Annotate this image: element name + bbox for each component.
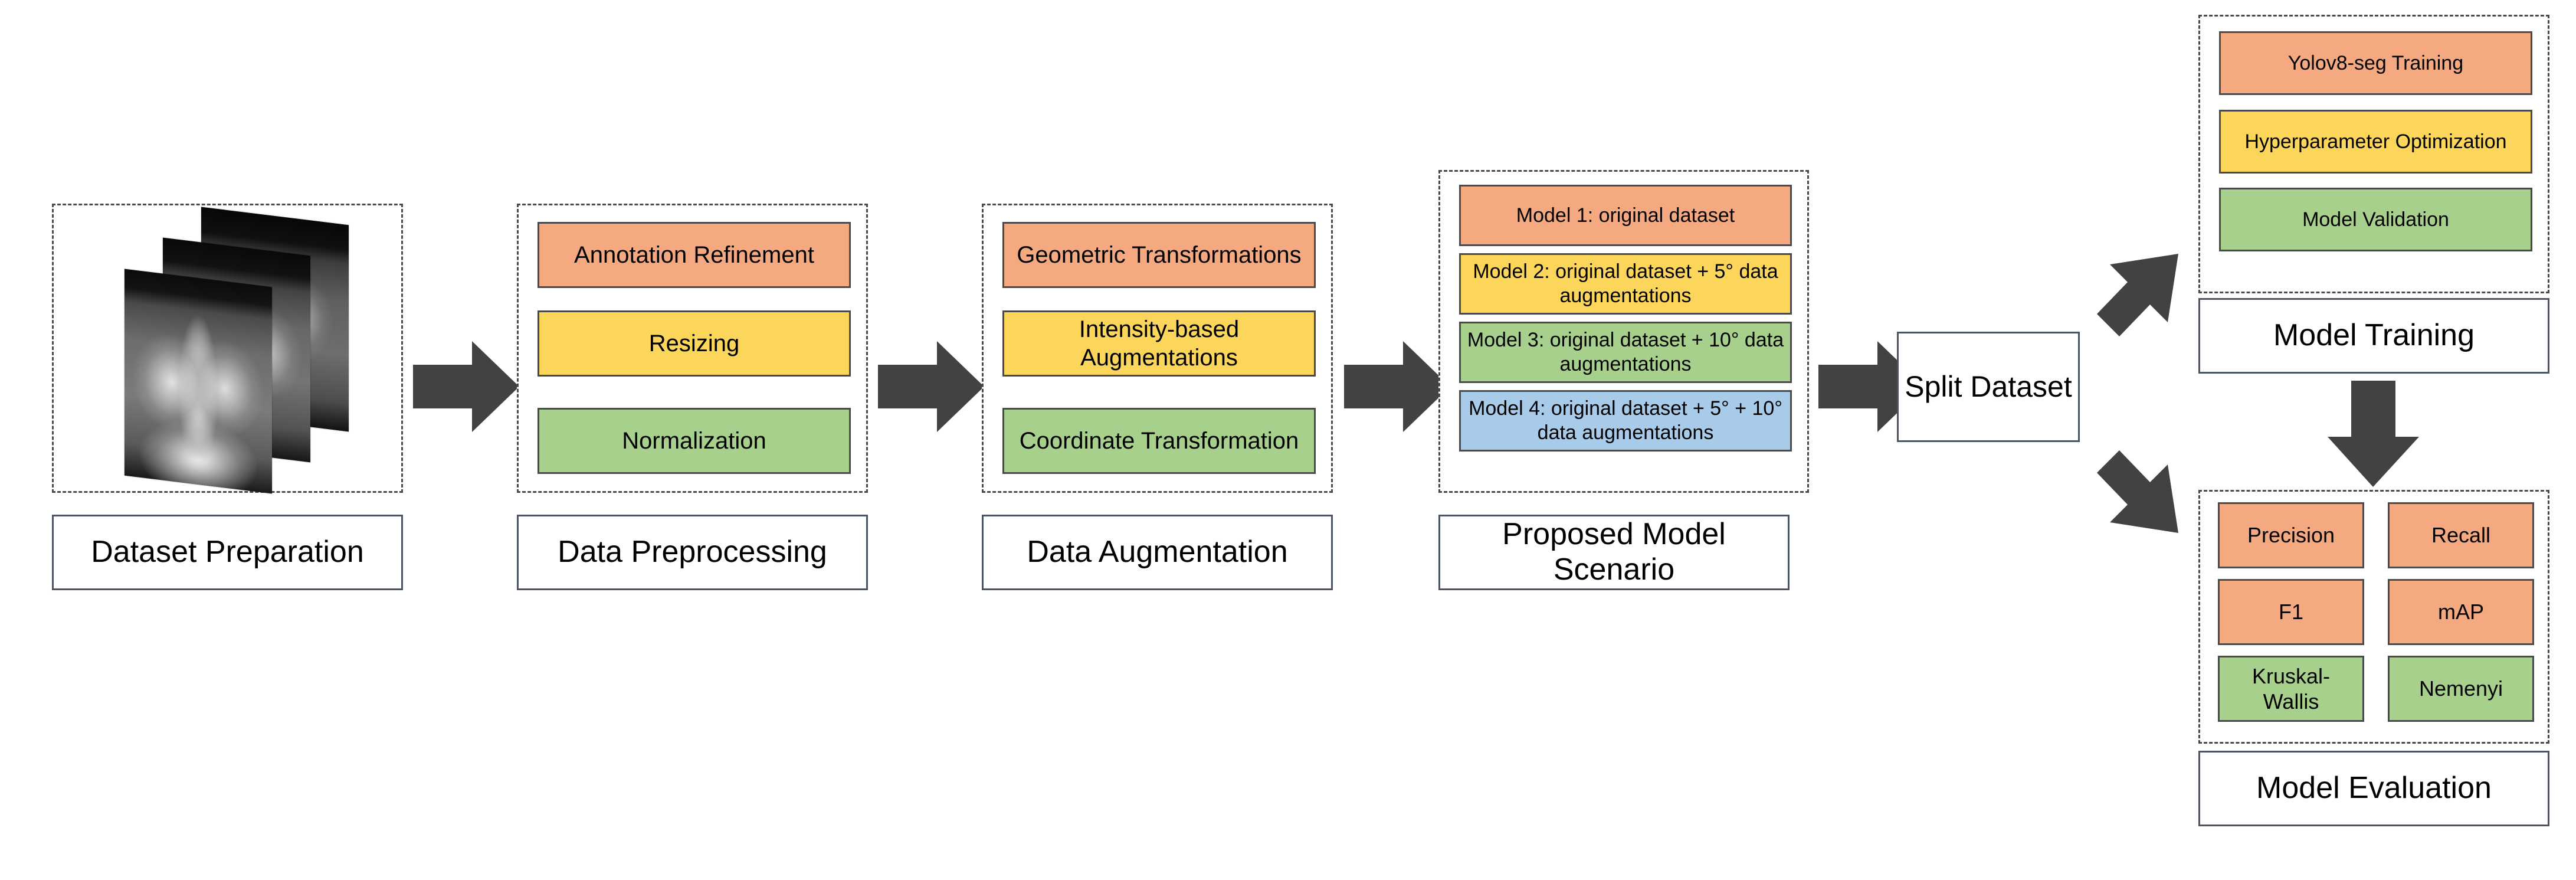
model-training-caption: Model Training: [2198, 298, 2549, 374]
step-model-validation-label: Model Validation: [2302, 208, 2449, 231]
step-normalization-label: Normalization: [622, 428, 766, 454]
xray-image-front: [124, 269, 272, 494]
metric-precision-label: Precision: [2247, 523, 2335, 548]
step-yolov8-seg-training: Yolov8-seg Training: [2219, 31, 2532, 95]
step-model-validation: Model Validation: [2219, 188, 2532, 251]
metric-nemenyi: Nemenyi: [2388, 656, 2534, 722]
xray-film-a: [124, 269, 272, 494]
proposed-model-scenario-container: Model 1: original dataset Model 2: origi…: [1438, 170, 1809, 493]
dataset-preparation-caption: Dataset Preparation: [52, 515, 403, 590]
arrow-preprocessing-to-augmentation: [878, 336, 984, 437]
model-1-chip: Model 1: original dataset: [1459, 185, 1792, 246]
step-resizing: Resizing: [538, 310, 851, 377]
step-hyperparameter-optimization-label: Hyperparameter Optimization: [2244, 130, 2507, 153]
model-4-label: Model 4: original dataset + 5° + 10° dat…: [1469, 397, 1782, 444]
model-training-container: Yolov8-seg Training Hyperparameter Optim…: [2198, 15, 2549, 293]
arrow-split-to-training: [2089, 248, 2195, 357]
step-geometric-transformations-label: Geometric Transformations: [1017, 242, 1302, 268]
metric-map: mAP: [2388, 579, 2534, 645]
arrow-split-to-evaluation: [2089, 430, 2195, 539]
model-evaluation-caption: Model Evaluation: [2198, 751, 2549, 826]
arrow-prep-to-preprocessing: [413, 336, 519, 437]
model-3-chip: Model 3: original dataset + 10° data aug…: [1459, 322, 1792, 383]
model-training-label: Model Training: [2273, 318, 2475, 353]
step-coordinate-transformation: Coordinate Transformation: [1002, 408, 1316, 474]
metric-map-label: mAP: [2437, 600, 2484, 624]
data-preprocessing-label: Data Preprocessing: [558, 535, 827, 570]
data-augmentation-container: Geometric Transformations Intensity-base…: [982, 204, 1333, 493]
metric-f1-label: F1: [2278, 600, 2303, 624]
model-1-label: Model 1: original dataset: [1516, 204, 1735, 227]
metric-recall: Recall: [2388, 502, 2534, 568]
model-evaluation-container: Precision Recall F1 mAP Kruskal-Wallis N…: [2198, 490, 2549, 744]
metric-kruskal-wallis-label: Kruskal-Wallis: [2251, 663, 2331, 714]
xray-image-stack: [101, 207, 355, 494]
metric-f1: F1: [2218, 579, 2364, 645]
data-augmentation-caption: Data Augmentation: [982, 515, 1333, 590]
step-annotation-refinement: Annotation Refinement: [538, 222, 851, 288]
data-preprocessing-container: Annotation Refinement Resizing Normaliza…: [517, 204, 868, 493]
step-intensity-based-augmentations-label: Intensity-based Augmentations: [1079, 316, 1240, 371]
split-dataset-label: Split Dataset: [1905, 369, 2072, 403]
model-evaluation-label: Model Evaluation: [2256, 771, 2492, 806]
model-2-label: Model 2: original dataset + 5° data augm…: [1473, 260, 1778, 307]
arrow-training-to-evaluation: [2325, 381, 2422, 487]
dataset-preparation-container: [52, 204, 403, 494]
step-normalization: Normalization: [538, 408, 851, 474]
proposed-model-scenario-caption: Proposed Model Scenario: [1438, 515, 1790, 590]
step-hyperparameter-optimization: Hyperparameter Optimization: [2219, 110, 2532, 174]
step-yolov8-seg-training-label: Yolov8-seg Training: [2287, 51, 2464, 74]
model-3-label: Model 3: original dataset + 10° data aug…: [1467, 329, 1784, 375]
arrow-augmentation-to-scenario: [1344, 336, 1450, 437]
step-coordinate-transformation-label: Coordinate Transformation: [1019, 428, 1299, 454]
data-augmentation-label: Data Augmentation: [1027, 535, 1288, 570]
metric-nemenyi-label: Nemenyi: [2418, 676, 2503, 701]
model-2-chip: Model 2: original dataset + 5° data augm…: [1459, 253, 1792, 315]
step-resizing-label: Resizing: [648, 331, 740, 356]
metric-kruskal-wallis: Kruskal-Wallis: [2218, 656, 2364, 722]
metric-precision: Precision: [2218, 502, 2364, 568]
metric-recall-label: Recall: [2431, 523, 2491, 548]
step-intensity-based-augmentations: Intensity-based Augmentations: [1002, 310, 1316, 377]
dataset-preparation-label: Dataset Preparation: [91, 535, 364, 570]
proposed-model-scenario-label: Proposed Model Scenario: [1502, 517, 1726, 587]
step-geometric-transformations: Geometric Transformations: [1002, 222, 1316, 288]
step-annotation-refinement-label: Annotation Refinement: [574, 242, 814, 268]
split-dataset-box: Split Dataset: [1897, 332, 2080, 442]
data-preprocessing-caption: Data Preprocessing: [517, 515, 868, 590]
model-4-chip: Model 4: original dataset + 5° + 10° dat…: [1459, 390, 1792, 452]
